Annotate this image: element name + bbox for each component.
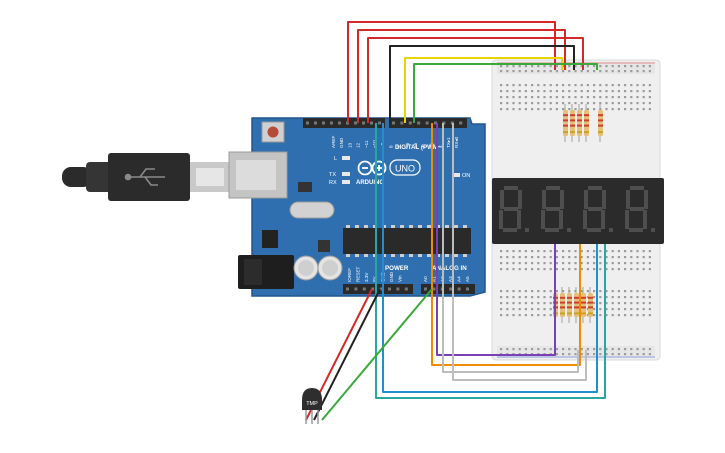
usb-cable <box>62 153 230 201</box>
wire-white-1[interactable] <box>442 123 579 373</box>
digit-1 <box>499 186 529 232</box>
analog-header <box>421 284 475 294</box>
wire-purple[interactable] <box>436 123 556 356</box>
svg-text:RX: RX <box>329 180 337 186</box>
svg-text:UNO: UNO <box>395 164 415 174</box>
resistor[interactable] <box>563 104 568 142</box>
digit-3 <box>583 186 613 232</box>
analog-pin-label: A3 <box>448 276 453 282</box>
wire-orange[interactable] <box>431 123 581 366</box>
resistor[interactable] <box>577 104 582 142</box>
wire-black-sensor[interactable] <box>313 288 381 421</box>
power-pin-label: GND <box>389 271 394 282</box>
digital-header-left <box>303 118 385 128</box>
wire-blue[interactable] <box>382 123 598 393</box>
svg-text:TX: TX <box>329 172 336 178</box>
digital-pin-label: 12 <box>356 142 361 148</box>
seven-segment-display[interactable] <box>492 178 664 244</box>
analog-label: ANALOG IN <box>432 265 467 272</box>
digital-pin-label: ~5 <box>413 142 418 148</box>
digital-pin-label: 7 <box>397 145 402 148</box>
resistor[interactable] <box>567 287 572 323</box>
digital-pin-label: RX◂0 <box>454 136 459 148</box>
power-pin-label: 3.3V <box>364 272 369 282</box>
analog-pin-label: A4 <box>457 276 462 282</box>
power-pin-label: IOREF <box>347 268 352 282</box>
resistor[interactable] <box>584 104 589 142</box>
resistor[interactable] <box>581 287 586 323</box>
analog-pin-label: A1 <box>431 276 436 282</box>
status-leds: L TX RX <box>329 156 350 186</box>
brand-label: ARDUINO <box>356 180 384 186</box>
power-header <box>343 284 413 294</box>
wire-white-2[interactable] <box>452 123 587 381</box>
crystal <box>289 201 335 219</box>
digital-pin-label: GND <box>339 137 344 148</box>
digital-pin-label: 2 <box>438 145 443 148</box>
digital-pin-label: ~6 <box>405 142 410 148</box>
temperature-sensor[interactable]: TMP <box>302 388 322 424</box>
svg-text:L: L <box>334 156 337 162</box>
analog-pin-label: A0 <box>423 276 428 282</box>
sensor-label: TMP <box>306 401 318 407</box>
digital-label: DIGITAL (PWM~) <box>395 144 444 151</box>
capacitors <box>293 255 343 281</box>
power-pin-label: RESET <box>355 266 360 282</box>
wire-red-2[interactable] <box>357 29 566 123</box>
power-pin-label: Vin <box>397 275 402 282</box>
resistor[interactable] <box>560 287 565 323</box>
analog-pin-label: A5 <box>465 276 470 282</box>
digital-pin-label: 4 <box>421 145 426 148</box>
digital-pin-label: 13 <box>347 142 352 148</box>
digital-pin-label: TX▸1 <box>446 137 451 148</box>
digit-4 <box>625 186 655 232</box>
power-label: POWER <box>385 265 409 272</box>
wire-green-1[interactable] <box>413 63 598 123</box>
wire-teal[interactable] <box>375 123 606 399</box>
microcontroller-chip <box>343 225 471 257</box>
usb-icon <box>124 168 165 186</box>
digital-pin-label: ~11 <box>364 140 369 148</box>
wire-green-sensor[interactable] <box>321 288 433 421</box>
on-led: ON <box>452 173 470 179</box>
power-pin-label: 5V <box>372 275 377 282</box>
digital-pin-label: 8 <box>388 145 393 148</box>
resistor[interactable] <box>588 287 593 323</box>
digital-pin-label: AREF <box>331 136 336 148</box>
svg-text:ON: ON <box>462 173 470 179</box>
resistor[interactable] <box>598 104 603 142</box>
resistor[interactable] <box>574 287 579 323</box>
resistor[interactable] <box>570 104 575 142</box>
digit-2 <box>541 186 571 232</box>
resistor-group-top[interactable] <box>563 104 603 142</box>
arduino-logo-icon <box>357 160 387 176</box>
reset-button[interactable] <box>261 121 285 143</box>
uno-badge: UNO <box>389 159 421 176</box>
wire-black-1[interactable] <box>389 45 575 123</box>
digital-pin-label: ~10 <box>372 140 377 148</box>
wire-red-3[interactable] <box>367 37 584 123</box>
power-jack <box>238 255 294 289</box>
